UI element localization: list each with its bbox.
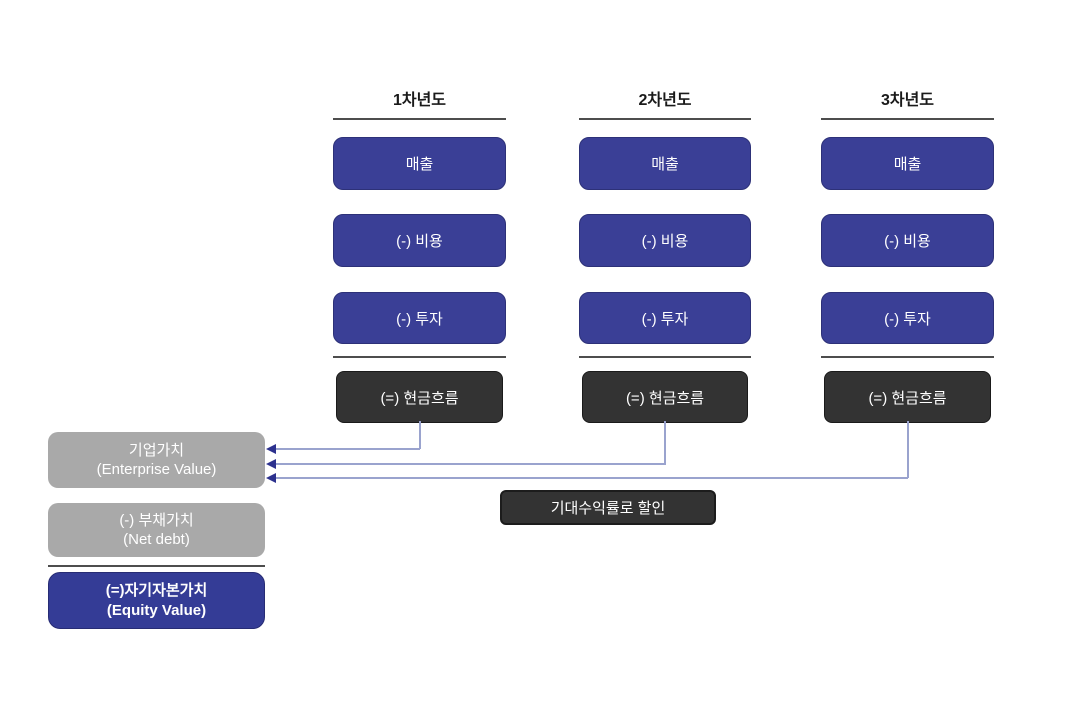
investment-box: (-) 투자: [821, 292, 994, 344]
cashflow-box: (=) 현금흐름: [824, 371, 991, 423]
sum-divider: [333, 356, 506, 358]
investment-box: (-) 투자: [333, 292, 506, 344]
header-underline: [333, 118, 506, 120]
equity-value-label-en: (Equity Value): [106, 601, 207, 619]
net-debt-box: (-) 부채가치 (Net debt): [48, 503, 265, 557]
arrow-head-icon: [266, 444, 276, 454]
connector-horizontal-year3: [276, 477, 908, 479]
net-debt-label-kr: (-) 부채가치: [119, 511, 194, 529]
cost-box: (-) 비용: [333, 214, 506, 267]
arrow-head-icon: [266, 473, 276, 483]
sum-divider: [821, 356, 994, 358]
year-column-2: 2차년도 매출 (-) 비용 (-) 투자 (=) 현금흐름: [579, 0, 751, 705]
connector-vertical-year3: [906, 421, 909, 478]
cashflow-box: (=) 현금흐름: [336, 371, 503, 423]
cost-box: (-) 비용: [579, 214, 751, 267]
cashflow-box: (=) 현금흐름: [582, 371, 748, 423]
header-underline: [821, 118, 994, 120]
connector-horizontal-year1: [276, 448, 420, 450]
net-debt-label-en: (Net debt): [123, 531, 190, 548]
sum-divider: [579, 356, 751, 358]
investment-box: (-) 투자: [579, 292, 751, 344]
equity-value-box: (=)자기자본가치 (Equity Value): [48, 572, 265, 629]
header-underline: [579, 118, 751, 120]
revenue-box: 매출: [821, 137, 994, 190]
revenue-box: 매출: [333, 137, 506, 190]
connector-vertical-year2: [664, 421, 666, 464]
year-column-3: 3차년도 매출 (-) 비용 (-) 투자 (=) 현금흐름: [821, 0, 994, 705]
cost-box: (-) 비용: [821, 214, 994, 267]
year-column-1: 1차년도 매출 (-) 비용 (-) 투자 (=) 현금흐름: [333, 0, 506, 705]
enterprise-value-label-en: (Enterprise Value): [96, 461, 217, 478]
connector-horizontal-year2: [276, 463, 666, 465]
column-header: 1차년도: [392, 92, 447, 109]
arrow-head-icon: [266, 459, 276, 469]
revenue-box: 매출: [579, 137, 751, 190]
equity-value-label-kr: (=)자기자본가치: [105, 582, 208, 599]
enterprise-value-label-kr: 기업가치: [128, 441, 185, 459]
equity-sum-divider: [48, 565, 265, 567]
enterprise-value-box: 기업가치 (Enterprise Value): [48, 432, 265, 488]
column-header: 3차년도: [880, 92, 935, 109]
connector-vertical-year1: [418, 421, 421, 449]
column-header: 2차년도: [638, 92, 692, 109]
discount-note-box: 기대수익률로 할인: [500, 490, 716, 525]
